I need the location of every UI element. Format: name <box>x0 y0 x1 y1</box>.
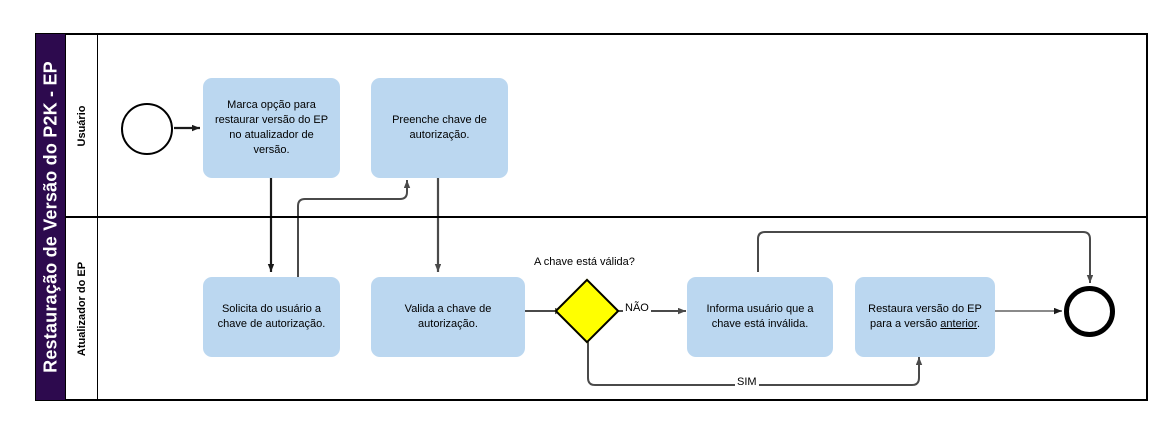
task-restaura-text-before: Restaura versão do EP para a versão <box>868 303 982 330</box>
lane-label-usuario: Usuário <box>67 34 97 217</box>
start-event[interactable] <box>121 103 173 155</box>
task-solicita-chave[interactable]: Solicita do usuário a chave de autorizaç… <box>203 277 340 357</box>
end-event[interactable] <box>1064 286 1115 337</box>
task-preenche-chave[interactable]: Preenche chave de autorização. <box>371 78 508 178</box>
flow-label-nao: NÃO <box>623 302 651 314</box>
task-valida-chave[interactable]: Valida a chave de autorização. <box>371 277 525 357</box>
task-restaura-versao[interactable]: Restaura versão do EP para a versão ante… <box>855 277 995 357</box>
task-marca-opcao[interactable]: Marca opção para restaurar versão do EP … <box>203 78 340 178</box>
lane-label-atualizador: Atualizador do EP <box>67 217 97 400</box>
lane-label-divider <box>97 34 98 400</box>
pool-title: Restauração de Versão do P2K - EP <box>35 33 66 401</box>
task-restaura-text-underlined: anterior <box>940 318 977 330</box>
gateway-label: A chave está válida? <box>534 256 635 268</box>
task-restaura-versao-text: Restaura versão do EP para a versão ante… <box>862 302 988 332</box>
pool-title-label: Restauração de Versão do P2K - EP <box>40 61 60 373</box>
flow-label-sim: SIM <box>735 376 759 388</box>
task-informa-invalida[interactable]: Informa usuário que a chave está inválid… <box>687 277 833 357</box>
flow-solicita-to-preenche <box>297 180 411 278</box>
flow-informa-to-end <box>757 231 1094 283</box>
lane-label-atualizador-text: Atualizador do EP <box>76 261 88 356</box>
lane-divider <box>37 216 1146 218</box>
lane-label-usuario-text: Usuário <box>76 105 88 146</box>
task-restaura-text-after: . <box>976 318 981 330</box>
